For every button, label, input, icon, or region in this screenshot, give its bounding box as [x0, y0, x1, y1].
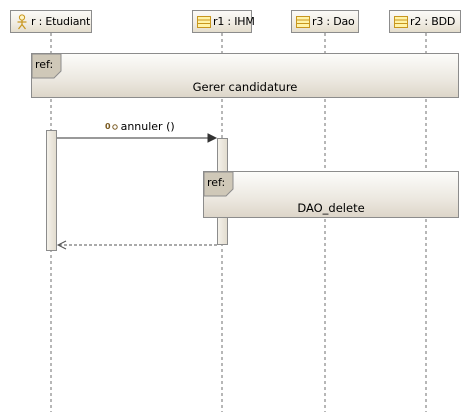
participant-dao[interactable]: r3 : Dao — [291, 10, 359, 33]
class-icon — [197, 15, 211, 28]
ref-tag-label: ref: — [207, 176, 226, 189]
message-annuler-label[interactable]: 0 annuler () — [105, 120, 175, 133]
message-sequence-number: 0 — [105, 122, 111, 131]
message-annuler-arrowhead — [207, 133, 218, 143]
participant-ihm[interactable]: r1 : IHM — [192, 10, 255, 33]
message-return-arrowhead — [56, 240, 67, 250]
activation-etudiant — [46, 130, 57, 251]
ref-tag: ref: — [204, 172, 234, 197]
ref-tag-label: ref: — [35, 58, 54, 71]
participant-label: r1 : IHM — [213, 15, 255, 28]
participant-label: r3 : Dao — [312, 15, 355, 28]
message-text: annuler () — [120, 120, 175, 133]
participant-etudiant[interactable]: r : Etudiant — [10, 10, 92, 33]
message-icon — [111, 123, 118, 130]
participant-label: r : Etudiant — [31, 15, 91, 28]
ref-fragment-gerer-candidature[interactable]: ref: Gerer candidature — [31, 53, 459, 98]
ref-title: Gerer candidature — [192, 80, 298, 94]
participant-label: r2 : BDD — [410, 15, 456, 28]
class-icon — [394, 15, 408, 28]
class-icon — [296, 15, 310, 28]
participant-bdd[interactable]: r2 : BDD — [389, 10, 461, 33]
ref-tag: ref: — [32, 54, 62, 79]
ref-fragment-dao-delete[interactable]: ref: DAO_delete — [203, 171, 459, 218]
actor-icon — [17, 13, 27, 29]
ref-title: DAO_delete — [297, 201, 365, 215]
